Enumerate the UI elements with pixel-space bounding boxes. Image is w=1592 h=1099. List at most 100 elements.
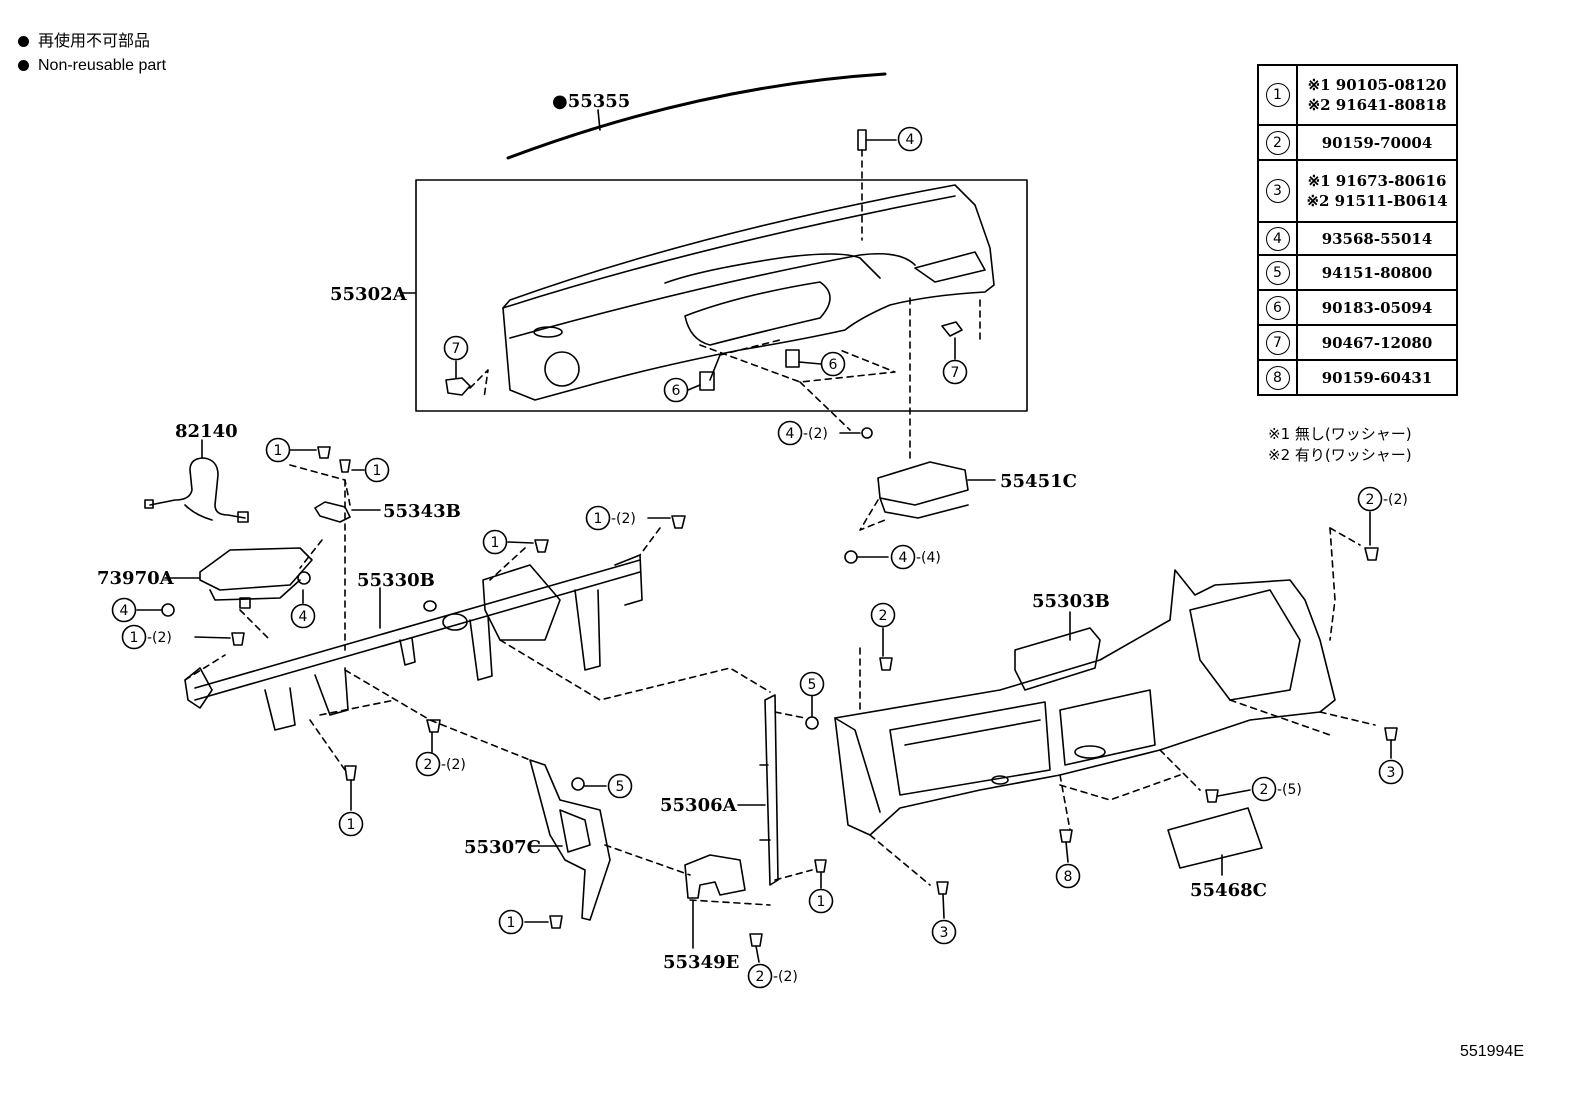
callout-circle [364,457,390,483]
callout-number: 4 [299,609,308,625]
note-1: ※1 無し(ワッシャー) [1268,425,1412,443]
callout-9: 1-(2) [585,505,636,531]
callout-circle [111,597,137,623]
instrument-panel-55303B [834,569,1336,836]
callout-number: 5 [616,779,625,795]
part-number: ※1 90105-08120 [1307,76,1447,94]
part-number: 90467-12080 [1321,333,1433,352]
callout-qty: -(4) [916,550,941,566]
callout-circle [443,335,469,361]
table-row: 8 90159-60431 [1257,359,1458,396]
callout-0: 4 [897,126,923,152]
callout-number: 2 [1260,782,1269,798]
callout-number: 2 [756,969,765,985]
callout-circle [777,420,803,446]
label-55306A: 55306A [660,795,738,816]
airbag-73970A [164,547,313,609]
callout-qty: -(2) [441,757,466,773]
bullet-icon [18,36,29,47]
callout-16: 5 [799,671,825,697]
callout-number: 4 [120,603,129,619]
part-number: 93568-55014 [1321,229,1433,248]
part-number: ※2 91511-B0614 [1306,192,1448,210]
callout-circle [1251,776,1277,802]
label-73970A: 73970A [97,568,175,589]
callout-number: 2 [1265,130,1290,155]
callout-number: 1 [130,630,139,646]
callout-number: 1 [1265,83,1290,107]
legend-en: Non-reusable part [18,56,166,76]
bullet-icon [18,60,29,71]
callout-number: 7 [1265,330,1290,355]
callout-18: 5 [607,773,633,799]
label-55302A: 55302A [330,284,408,305]
clip-6a [709,354,721,381]
callout-number: 7 [452,341,461,357]
callout-15: 2 [870,602,896,628]
bracket-55451C [877,461,996,519]
legend-jp: 再使用不可部品 [18,32,150,52]
callout-number: 8 [1064,869,1073,885]
callout-number: 2 [424,757,433,773]
callout-circle [1055,863,1081,889]
callout-11: 4 [290,603,316,629]
callout-25: 2-(5) [1251,776,1302,802]
callout-circle [265,437,291,463]
harness-82140 [144,439,249,523]
callout-circle [747,963,773,989]
callout-number: 6 [1265,295,1290,320]
callout-26: 3 [1378,759,1404,785]
callout-qty: -(2) [147,630,172,646]
table-row: 7 90467-12080 [1257,324,1458,361]
callout-number: 4 [899,550,908,566]
callout-number: 4 [906,132,915,148]
callout-8: 1 [482,529,508,555]
legend-en-text: Non-reusable part [38,57,167,74]
callout-circle [290,603,316,629]
label-55330B: 55330B [357,570,435,591]
callout-number: 1 [491,535,500,551]
callout-number: 5 [808,677,817,693]
callout-circle [663,377,689,403]
part-number: ※1 91673-80616 [1307,172,1447,190]
bracket-55306A [737,694,779,886]
part-number: 94151-80800 [1321,263,1433,282]
callout-number: 4 [1265,226,1290,251]
callout-number: 3 [1387,765,1396,781]
washer-notes: ※1 無し(ワッシャー) ※2 有り(ワッシャー) [1268,424,1412,466]
dash-seal-strip [506,72,887,160]
callout-number: 3 [940,925,949,941]
table-row: 3 ※1 91673-80616※2 91511-B0614 [1257,159,1458,223]
callout-10: 4 [111,597,137,623]
callout-17: 2 -(2) [415,751,466,777]
bracket-55343B [314,501,381,523]
callout-circle [1357,486,1383,512]
note-2: ※2 有り(ワッシャー) [1268,446,1412,464]
callout-number: 6 [829,357,838,373]
callout-21: 1 [498,909,524,935]
callout-13: 4 -(4) [890,544,941,570]
leader-55355 [597,109,601,131]
callout-number: 7 [951,365,960,381]
callout-7: 1 [364,457,390,483]
callout-number: 1 [507,915,516,931]
callout-circle [121,624,147,650]
callout-number: 2 [879,608,888,624]
callout-circle [338,811,364,837]
callout-circle [870,602,896,628]
dash-panel-box [415,179,1028,412]
part-number: ※2 91641-80818 [1307,96,1447,114]
callout-1: 7 [443,335,469,361]
callout-circle [808,888,834,914]
callout-20: 1 [808,888,834,914]
part-number: 90183-05094 [1321,298,1433,317]
callout-23: 3 [931,919,957,945]
callout-number: 1 [594,511,603,527]
callout-19: 1 [338,811,364,837]
label-55468C: 55468C [1190,880,1267,901]
callout-22: 2 -(2) [747,963,798,989]
callout-number: 1 [373,463,382,479]
callout-qty: -(2) [773,969,798,985]
callout-circle [799,671,825,697]
label-55349E: 55349E [663,952,739,973]
